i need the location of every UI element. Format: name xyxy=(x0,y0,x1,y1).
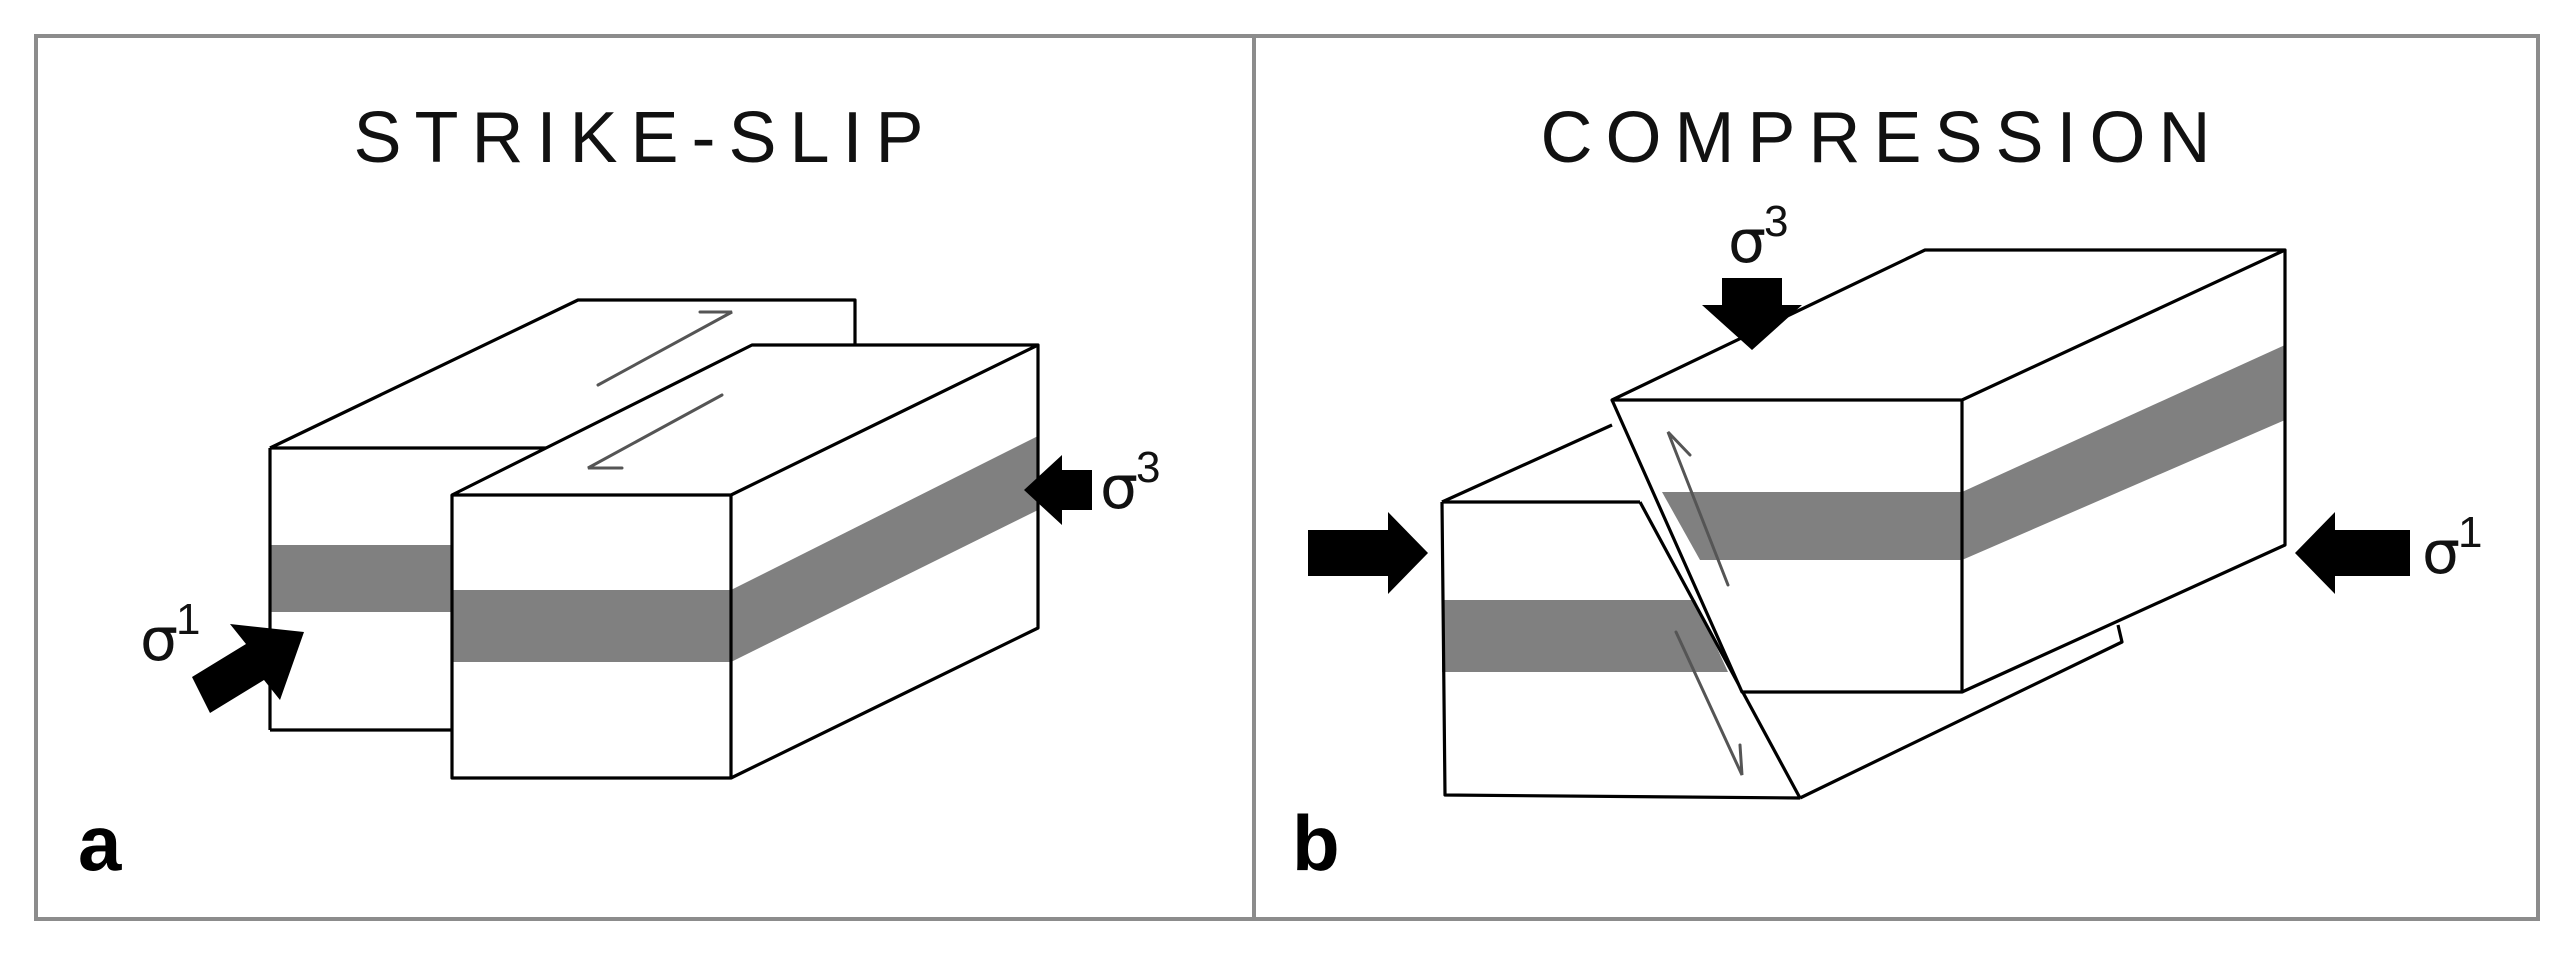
panel-b-title: COMPRESSION xyxy=(1540,98,2223,178)
slip-arrow-fw xyxy=(1674,630,1744,776)
stratum-band-hw-side xyxy=(1962,345,2285,560)
sigma1-arrow-a xyxy=(192,624,304,713)
sigma1-arrow-b-right xyxy=(2295,512,2410,594)
svg-text:σ: σ xyxy=(1728,207,1766,277)
outer-frame xyxy=(34,34,2540,921)
svg-text:3: 3 xyxy=(1136,443,1160,492)
stratum-band-side xyxy=(731,436,1038,662)
stratum-band-hw-front xyxy=(1662,492,1962,560)
panel-b: COMPRESSION xyxy=(1292,98,2482,887)
panel-letter-a: a xyxy=(78,799,122,887)
sigma1-arrow-b-left xyxy=(1308,512,1428,594)
svg-text:σ: σ xyxy=(1100,453,1138,523)
sigma3-arrow-b xyxy=(1702,278,1802,350)
panel-letter-b: b xyxy=(1292,799,1340,887)
sigma3-arrow-a xyxy=(1024,455,1092,525)
panel-a-title: STRIKE-SLIP xyxy=(353,98,936,178)
thrust-slip-arrows xyxy=(1666,430,1744,776)
sigma3-label-a: σ 3 xyxy=(1100,443,1160,523)
sigma3-label-b: σ 3 xyxy=(1728,197,1788,277)
stratum-band-footwall xyxy=(1442,600,1728,672)
sigma1-label-b: σ 1 xyxy=(2422,508,2482,588)
slip-arrow-upper xyxy=(596,310,733,387)
stratum-band-front xyxy=(452,590,731,662)
svg-text:3: 3 xyxy=(1764,197,1788,246)
svg-text:1: 1 xyxy=(2458,508,2482,557)
svg-text:σ: σ xyxy=(2422,518,2460,588)
svg-text:1: 1 xyxy=(176,595,200,644)
svg-text:σ: σ xyxy=(140,605,178,675)
hangingwall-block xyxy=(1610,248,2287,694)
sigma1-label-a: σ 1 xyxy=(140,595,200,675)
front-block xyxy=(450,343,1040,780)
slip-arrow-hw xyxy=(1666,430,1730,587)
panel-a: STRIKE-SLIP xyxy=(78,98,1160,887)
slip-arrow-lower xyxy=(587,393,724,470)
dextral-slip-arrows xyxy=(587,310,733,470)
